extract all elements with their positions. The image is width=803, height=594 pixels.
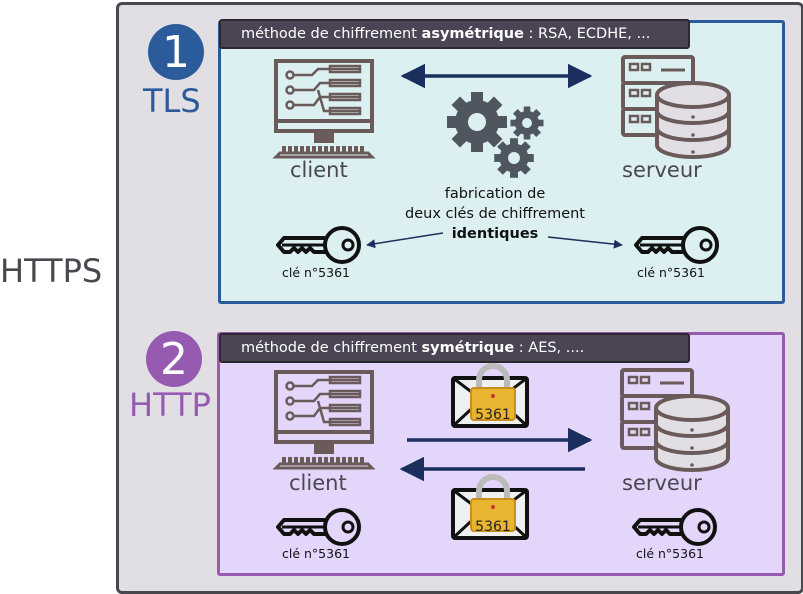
tls-label: TLS [143, 82, 201, 120]
tls-step-badge: 1 [148, 24, 204, 80]
arrow-to-client-key [366, 232, 444, 249]
arrow-to-server-key [547, 236, 623, 249]
tls-header-bold: asymétrique [421, 26, 524, 42]
tls-client-key-label: clé n°5361 [282, 265, 350, 280]
http-client-key-label: clé n°5361 [282, 546, 350, 561]
tls-server-label: serveur [622, 158, 702, 182]
fabrication-line2: deux clés de chiffrement [405, 206, 585, 222]
fabrication-line1: fabrication de [444, 186, 546, 202]
http-label: HTTP [129, 386, 211, 424]
http-header: méthode de chiffrement symétrique : AES,… [219, 333, 690, 363]
http-client-key-icon [276, 508, 361, 546]
tls-header-prefix: méthode de chiffrement [241, 26, 422, 42]
tls-header: méthode de chiffrement asymétrique : RSA… [219, 19, 690, 49]
tls-server-key-label: clé n°5361 [637, 265, 705, 280]
fabrication-text: fabrication de deux clés de chiffrement … [380, 184, 610, 244]
http-header-bold: symétrique [421, 340, 515, 356]
http-server-key-icon [632, 508, 717, 546]
http-step-badge: 2 [146, 331, 202, 387]
fabrication-bold: identiques [451, 226, 539, 242]
tls-client-label: client [290, 158, 348, 182]
http-header-suffix: : AES, .... [514, 340, 585, 356]
http-header-prefix: méthode de chiffrement [241, 340, 422, 356]
tls-header-suffix: : RSA, ECDHE, ... [523, 26, 651, 42]
http-server-label: serveur [622, 471, 702, 495]
https-label: HTTPS [0, 252, 103, 290]
bottom-lock-number: 5361 [475, 519, 511, 535]
http-server-key-label: clé n°5361 [636, 546, 704, 561]
top-lock-number: 5361 [475, 407, 511, 423]
http-client-label: client [289, 471, 347, 495]
